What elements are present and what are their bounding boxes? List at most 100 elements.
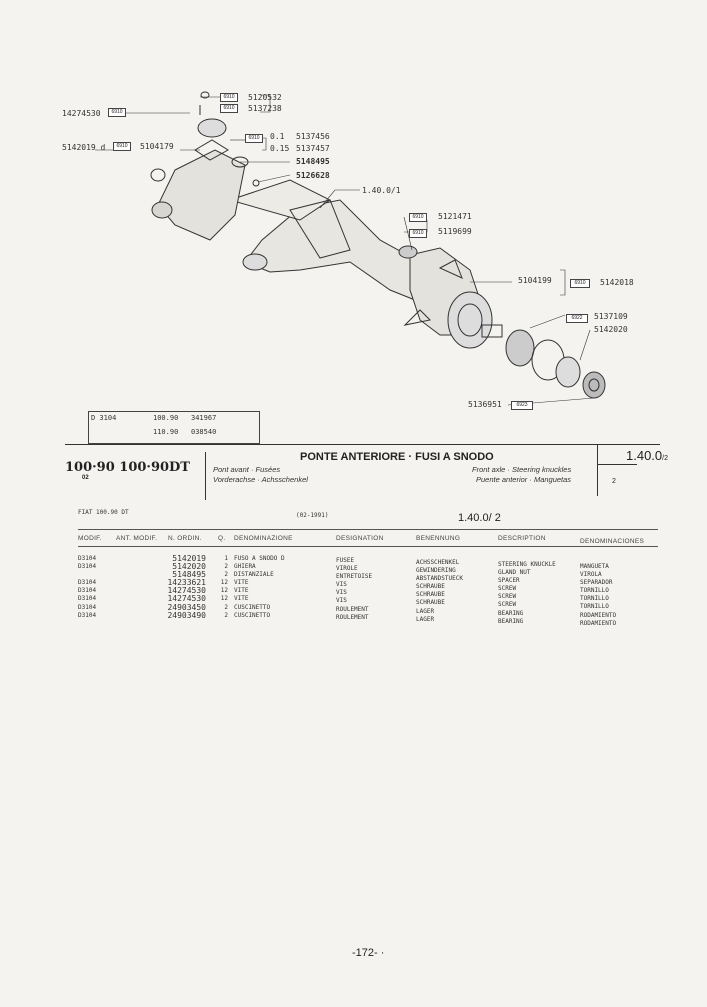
cell: CUSCINETTO [234,603,271,611]
col-header: BENENNUNG [416,535,461,542]
col-header: DESCRIPTION [498,535,546,542]
col-header: Q. [218,535,226,542]
cell: 14274530 [167,594,206,604]
cell: GEWINDERING [416,567,456,575]
cell: D3104 [78,587,97,595]
part-callout: 5104199 [518,276,552,285]
col-header: MODIF. [78,535,102,542]
part-callout: 5119699 [438,227,472,236]
part-callout: 5137109 [594,312,628,321]
cell: 2 [224,571,228,579]
part-callout: 0.1 [270,132,285,141]
cell: ROULEMENT [336,613,369,621]
cell: ACHSSCHENKEL [416,559,460,566]
ref-model: 100.90 [153,414,179,422]
cell: 12 [220,579,228,587]
cell: LAGER [416,615,435,623]
cell: FUSEE [336,557,355,564]
code-box: 6910 [220,93,238,102]
cell: BEARING [498,617,524,625]
cell: 2 [224,611,228,619]
cell: VIROLE [336,565,358,573]
col-header: DESIGNATION [336,535,384,542]
divider [205,452,206,500]
col-header: ANT. MODIF. [116,535,158,542]
cell: 5148495 [172,570,206,580]
cell: ABSTANDSTUECK [416,575,463,583]
section-ref-sub: /2 [662,455,668,462]
listing-model: FIAT 100.90 DT [78,509,129,516]
ref-serial: 038540 [191,428,217,436]
cell: 2 [224,603,228,611]
ref-modif: D 3104 [91,414,117,422]
cell: VITE [234,595,249,603]
section-ref: 1.40.0/2 [626,448,668,463]
cell: MANGUETA [580,563,609,570]
part-callout: 5137456 [296,132,330,141]
title-en: Front axle · Steering knuckles [472,465,572,474]
cell: VIROLA [580,571,602,579]
cell: BEARING [498,609,524,617]
ref-serial: 341967 [191,414,217,422]
col-en: STEERING KNUCKLE GLAND NUT SPACER SCREW … [498,561,556,626]
cell: 24903450 [167,602,206,612]
code-box: 6922 [566,314,588,323]
cell: RODAMIENTO [580,619,617,627]
code-box: 6910 [409,213,427,222]
cell: D3104 [78,563,97,571]
cell: VIS [336,581,347,589]
table-rule [78,546,658,547]
part-callout: 5104179 [140,142,174,151]
section-ref-main: 1.40.0 [626,448,663,463]
part-callout: 5148495 [296,157,330,166]
col-es: MANGUETA VIROLA SEPARADOR TORNILLO TORNI… [580,563,616,628]
cell: D3104 [78,555,97,562]
col-qty: 1 2 2 12 12 12 2 2 [216,555,228,620]
page-footer-number: -172- · [352,947,385,959]
col-header: N. ORDIN. [168,535,202,542]
header-rule [65,444,660,445]
code-box: 6910 [409,229,427,238]
cell: D3104 [78,611,97,619]
cell: SCREW [498,601,517,609]
col-header: DENOMINAZIONE [234,535,293,542]
code-box: 6910 [220,104,238,113]
cell: 14233621 [167,578,206,588]
cell: STEERING KNUCKLE [498,561,556,568]
col-fr: FUSEE VIROLE ENTRETOISE VIS VIS VIS ROUL… [336,557,372,622]
title-fr: Pont avant · Fusées [213,465,281,474]
cell: 5142019 [172,554,206,563]
part-callout: 5120532 [248,93,282,102]
cell: ENTRETOISE [336,573,373,581]
cell: 12 [220,587,228,595]
cell: SCREW [498,593,517,601]
cell: VITE [234,579,249,587]
cell: GLAND NUT [498,569,531,577]
col-de: ACHSSCHENKEL GEWINDERING ABSTANDSTUECK S… [416,559,463,624]
part-callout: 5121471 [438,212,472,221]
code-box: 6923 [511,401,533,410]
cell: ROULEMENT [336,605,369,613]
cell: GHIERA [234,563,256,571]
axle-exploded-drawing [95,91,606,406]
reference-box: D 3104 100.90 341967 110.90 038540 [88,411,260,444]
title-de: Vorderachse · Achsschenkel [213,475,308,484]
cell: D3104 [78,579,97,587]
divider [597,464,637,465]
part-callout: 5142019 d [62,143,106,152]
part-callout: 5142018 [600,278,634,287]
listing-date: (02-1991) [296,512,329,519]
code-box: 6910 [570,279,590,288]
cell: 1 [224,555,228,562]
cell: TORNILLO [580,595,609,603]
part-callout: 5136951 [468,400,502,409]
col-modif: D3104 D3104 D3104 D3104 D3104 D3104 D310… [78,555,96,620]
cell: VIS [336,589,347,597]
cell: SCHRAUBE [416,591,445,599]
cell: VITE [234,587,249,595]
model-title: 100·90 100·90DT [65,460,190,475]
cell: D3104 [78,603,97,611]
title-es: Puente anterior · Manguetas [476,475,572,484]
col-header: DENOMINACIONES [580,538,645,545]
part-callout: 0.15 [270,144,290,153]
